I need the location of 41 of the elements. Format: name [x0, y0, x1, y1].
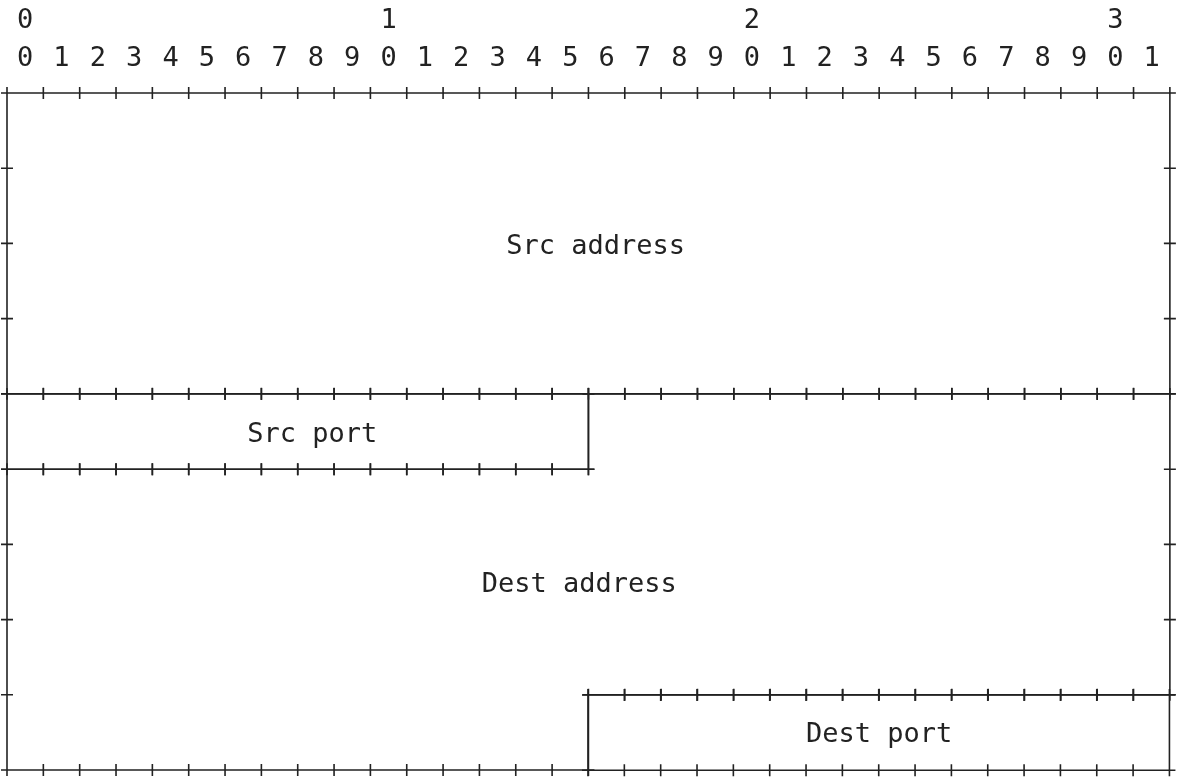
- bit-number: 9: [1070, 42, 1088, 70]
- field-label: Dest address: [481, 568, 677, 596]
- bit-number: 3: [1107, 4, 1124, 32]
- bit-number: 6: [235, 42, 252, 70]
- bit-number: 8: [307, 42, 324, 70]
- bit-number: 0: [17, 4, 34, 32]
- bit-number: 5: [925, 42, 942, 70]
- bit-number: 8: [671, 42, 688, 70]
- bit-number: 4: [889, 42, 906, 70]
- bit-number: 2: [743, 4, 761, 32]
- bit-number: 0: [743, 42, 761, 70]
- field-label: Src address: [506, 230, 686, 258]
- bit-number: 5: [198, 42, 215, 70]
- bit-number: 4: [162, 42, 179, 70]
- bit-number: 7: [271, 42, 288, 70]
- field-label: Dest port: [806, 718, 953, 746]
- bit-number: 2: [816, 42, 833, 70]
- bit-number: 7: [634, 42, 652, 70]
- packet-field: [0, 387, 1177, 777]
- bit-number: 6: [598, 42, 615, 70]
- bit-number: 2: [453, 42, 470, 70]
- bit-number: 9: [344, 42, 361, 70]
- bit-number: 0: [1107, 42, 1124, 70]
- bit-number: 1: [380, 4, 397, 32]
- bit-number: 9: [707, 42, 724, 70]
- bit-number: 1: [780, 42, 797, 70]
- bit-number: 5: [562, 42, 579, 70]
- bit-number: 0: [380, 42, 397, 70]
- bit-number: 4: [525, 42, 543, 70]
- bit-number: 1: [416, 42, 434, 70]
- bit-number: 1: [53, 42, 70, 70]
- bit-number: 6: [961, 42, 979, 70]
- bit-number: 1: [1143, 42, 1160, 70]
- bit-number: 3: [489, 42, 506, 70]
- bit-number: 0: [17, 42, 34, 70]
- bit-number: 7: [998, 42, 1015, 70]
- field-label: Src port: [247, 418, 378, 446]
- bit-number: 3: [852, 42, 870, 70]
- bit-number: 3: [126, 42, 143, 70]
- bit-number: 8: [1034, 42, 1051, 70]
- bit-number: 2: [89, 42, 106, 70]
